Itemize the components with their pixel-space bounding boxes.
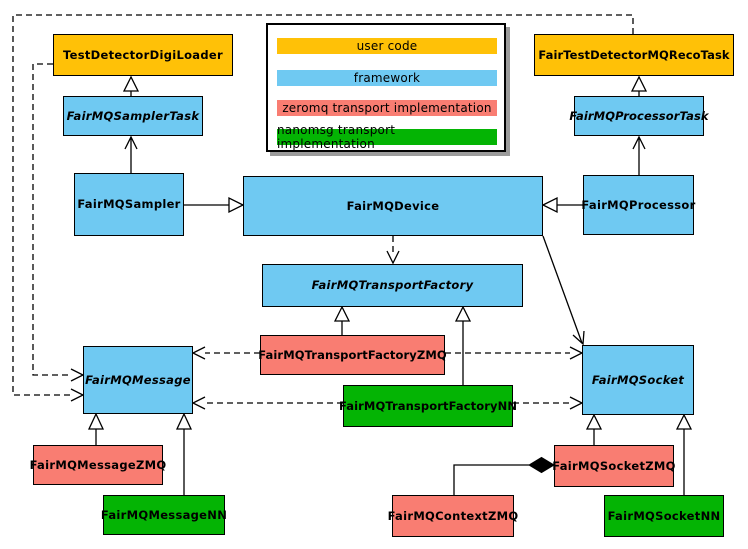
node-fairmq-socket: FairMQSocket [582, 345, 694, 415]
node-fairmq-sampler-task: FairMQSamplerTask [63, 96, 203, 136]
node-fairmq-processor-task: FairMQProcessorTask [569, 96, 709, 136]
triangle-device-right [541, 196, 558, 214]
node-fair-test-detector-mq-reco-task: FairTestDetectorMQRecoTask [534, 34, 734, 76]
legend-item-nanomsg: nanomsg transport implementation [277, 123, 497, 151]
edge-digiloader-to-message [32, 63, 72, 376]
node-test-detector-digi-loader: TestDetectorDigiLoader [53, 34, 233, 76]
node-fairmq-device: FairMQDevice [243, 176, 543, 236]
arrow-open-message-zmq [191, 346, 206, 360]
node-fairmq-sampler: FairMQSampler [74, 173, 184, 236]
node-fairmq-message-nn: FairMQMessageNN [101, 495, 227, 535]
arrow-open-recotask-message [70, 388, 85, 402]
legend-item-zeromq: zeromq transport implementation [277, 100, 497, 116]
node-fairmq-message: FairMQMessage [83, 346, 193, 414]
arrow-open-samplertask [124, 135, 138, 150]
triangle-device-left [228, 196, 245, 214]
triangle-message-zmq [87, 412, 105, 430]
node-fairmq-socket-zmq: FairMQSocketZMQ [552, 445, 675, 487]
node-fairmq-context-zmq: FairMQContextZMQ [388, 495, 518, 537]
diamond-socketzmq-composition [528, 456, 555, 474]
arrow-open-socket-nn [569, 396, 584, 410]
edge-device-socket [542, 235, 583, 344]
triangle-recotask [630, 75, 648, 92]
node-fairmq-transport-factory: FairMQTransportFactory [262, 264, 523, 307]
node-fairmq-socket-nn: FairMQSocketNN [604, 495, 724, 537]
triangle-socket-zmq [585, 413, 603, 430]
arrow-open-socket-top [572, 330, 585, 346]
triangle-message-nn [175, 412, 193, 430]
node-fairmq-processor: FairMQProcessor [581, 175, 695, 235]
triangle-socket-nn [675, 413, 693, 430]
legend-item-user-code: user code [277, 38, 497, 54]
arrow-open-processortask [632, 135, 646, 150]
arrow-open-digiloader-message [70, 368, 85, 382]
triangle-digiloader [122, 75, 140, 92]
arrow-open-socket-zmq [569, 346, 584, 360]
edge-recotask-to-message [12, 14, 634, 396]
node-fairmq-transport-factory-zmq: FairMQTransportFactoryZMQ [258, 335, 447, 375]
legend: user code framework zeromq transport imp… [266, 23, 506, 152]
node-fairmq-message-zmq: FairMQMessageZMQ [30, 445, 166, 485]
edge-contextzmq-socketzmq [453, 464, 529, 495]
arrow-open-message-nn [191, 396, 206, 410]
arrow-open-transportfactory [386, 250, 400, 265]
triangle-transportfactory-zmq [333, 305, 351, 322]
triangle-transportfactory-nn [454, 305, 472, 322]
legend-item-framework: framework [277, 70, 497, 86]
node-fairmq-transport-factory-nn: FairMQTransportFactoryNN [339, 385, 517, 427]
